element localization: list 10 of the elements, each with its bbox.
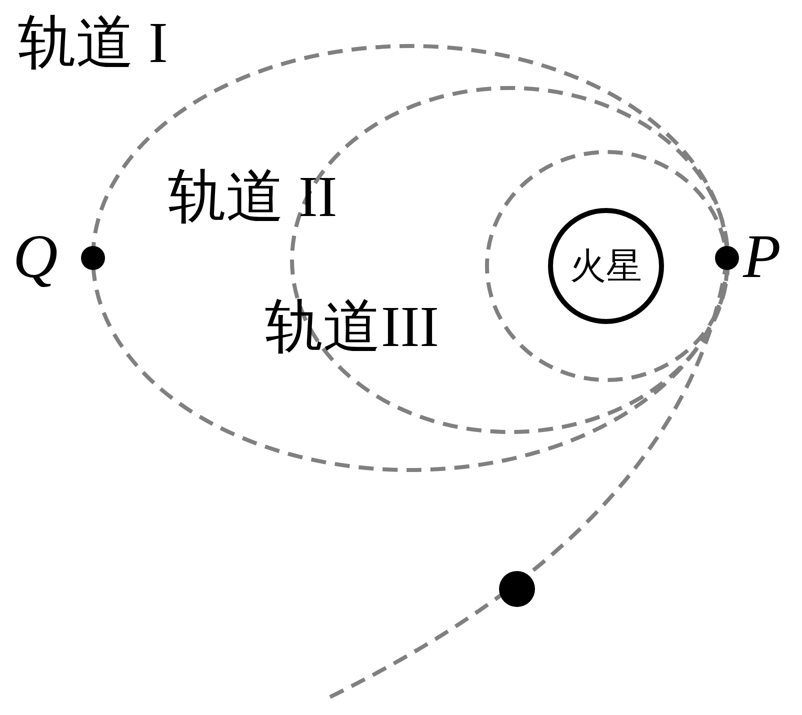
- planet-label: 火星: [570, 244, 642, 288]
- point-label: Q: [13, 226, 58, 288]
- orbit-label: 轨道 I: [18, 14, 168, 72]
- point-dot: [499, 571, 535, 607]
- orbit-label: 轨道III: [265, 298, 439, 356]
- point-label: P: [743, 226, 781, 288]
- planet-circle: [548, 208, 664, 324]
- orbit-label: 轨道 II: [168, 168, 338, 226]
- point-dot: [715, 246, 739, 270]
- point-dot: [81, 246, 105, 270]
